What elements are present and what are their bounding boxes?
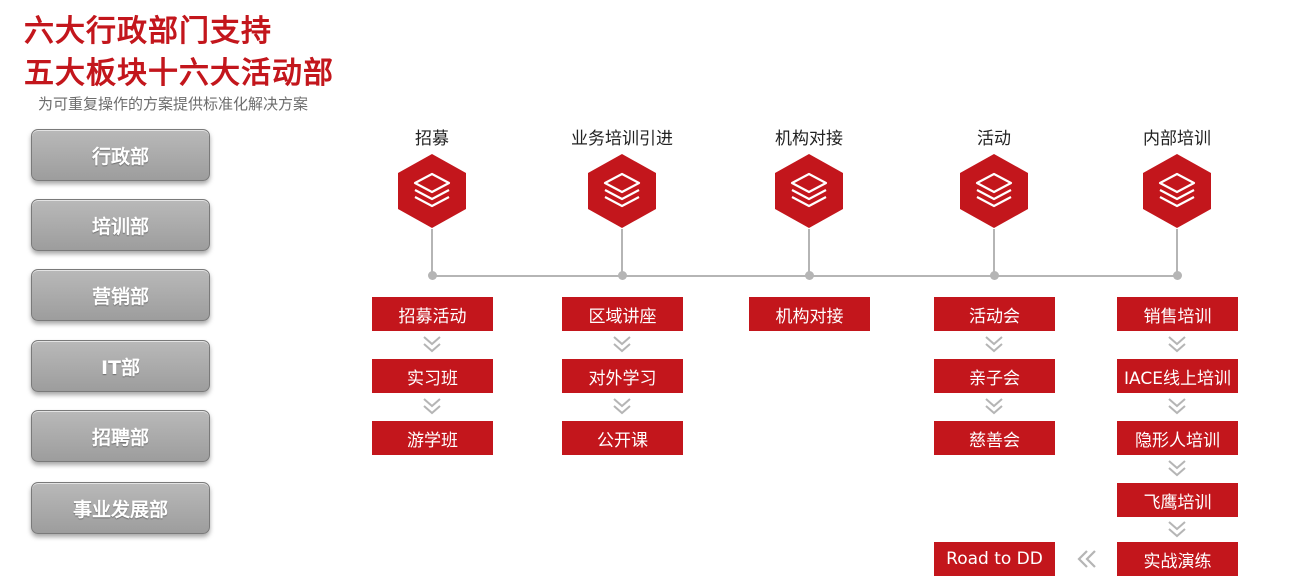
activity-box: 游学班	[372, 421, 493, 455]
activity-label: 实习班	[407, 368, 458, 389]
final-step-label: Road to DD	[946, 549, 1043, 569]
category-label: 业务培训引进	[571, 129, 673, 149]
subtitle: 为可重复操作的方案提供标准化解决方案	[38, 95, 309, 113]
activity-box: 飞鹰培训	[1117, 483, 1238, 517]
department-button[interactable]: 培训部	[31, 199, 210, 251]
activity-box: 隐形人培训	[1117, 421, 1238, 455]
activity-label: 活动会	[969, 306, 1020, 327]
chevron-down-double-icon	[985, 398, 1003, 415]
stack-layers-icon	[398, 154, 466, 228]
activity-label: 公开课	[597, 430, 648, 451]
title-line-1: 六大行政部门支持	[24, 14, 272, 49]
department-button[interactable]: 行政部	[31, 129, 210, 181]
activity-label: 对外学习	[588, 368, 657, 389]
activity-label: 慈善会	[969, 430, 1020, 451]
activity-label: 亲子会	[969, 368, 1020, 389]
department-button[interactable]: 招聘部	[31, 410, 210, 462]
activity-box: 招募活动	[372, 297, 493, 331]
connector-line	[1176, 229, 1178, 276]
chevron-down-double-icon	[1168, 460, 1186, 477]
chevron-down-double-icon	[1168, 336, 1186, 353]
connector-line	[431, 229, 433, 276]
final-step-box: Road to DD	[934, 542, 1055, 576]
chevron-down-double-icon	[1168, 398, 1186, 415]
department-button[interactable]: 事业发展部	[31, 482, 210, 534]
activity-box: 机构对接	[749, 297, 870, 331]
chevron-down-double-icon	[423, 398, 441, 415]
timeline-node	[805, 271, 814, 280]
activity-label: 飞鹰培训	[1143, 492, 1212, 513]
chevron-down-double-icon	[613, 398, 631, 415]
activity-label: 区域讲座	[588, 306, 657, 327]
department-label: IT部	[100, 356, 141, 379]
activity-label: 实战演练	[1143, 551, 1212, 572]
activity-label: 销售培训	[1143, 306, 1212, 327]
activity-box: 销售培训	[1117, 297, 1238, 331]
stack-layers-icon	[1143, 154, 1211, 228]
activity-box: IACE线上培训	[1117, 359, 1238, 393]
activity-box: 实习班	[372, 359, 493, 393]
activity-box: 慈善会	[934, 421, 1055, 455]
timeline-node	[428, 271, 437, 280]
category-label: 活动	[977, 129, 1011, 149]
department-button[interactable]: IT部	[31, 340, 210, 392]
category-label: 招募	[415, 129, 449, 149]
connector-line	[621, 229, 623, 276]
department-button[interactable]: 营销部	[31, 269, 210, 321]
category-label: 内部培训	[1143, 129, 1211, 149]
activity-box: 活动会	[934, 297, 1055, 331]
timeline-node	[1173, 271, 1182, 280]
connector-line	[993, 229, 995, 276]
department-label: 营销部	[91, 285, 149, 308]
chevron-left-double-icon	[1077, 550, 1096, 568]
department-label: 事业发展部	[72, 498, 168, 521]
activity-label: IACE线上培训	[1124, 368, 1231, 389]
timeline-node	[990, 271, 999, 280]
activity-label: 招募活动	[398, 306, 467, 327]
title-line-2: 五大板块十六大活动部	[24, 56, 334, 91]
chevron-down-double-icon	[423, 336, 441, 353]
activity-box: 实战演练	[1117, 542, 1238, 576]
activity-label: 游学班	[407, 430, 458, 451]
activity-box: 亲子会	[934, 359, 1055, 393]
activity-label: 机构对接	[775, 306, 844, 327]
department-label: 招聘部	[91, 426, 149, 449]
connector-line	[808, 229, 810, 276]
stack-layers-icon	[775, 154, 843, 228]
timeline-axis	[432, 275, 1177, 277]
activity-box: 区域讲座	[562, 297, 683, 331]
department-label: 行政部	[91, 145, 149, 168]
chevron-down-double-icon	[613, 336, 631, 353]
chevron-down-double-icon	[1168, 521, 1186, 538]
chevron-down-double-icon	[985, 336, 1003, 353]
category-label: 机构对接	[775, 129, 843, 149]
department-label: 培训部	[91, 215, 149, 238]
activity-label: 隐形人培训	[1135, 430, 1220, 451]
activity-box: 公开课	[562, 421, 683, 455]
stack-layers-icon	[960, 154, 1028, 228]
stack-layers-icon	[588, 154, 656, 228]
activity-box: 对外学习	[562, 359, 683, 393]
timeline-node	[618, 271, 627, 280]
